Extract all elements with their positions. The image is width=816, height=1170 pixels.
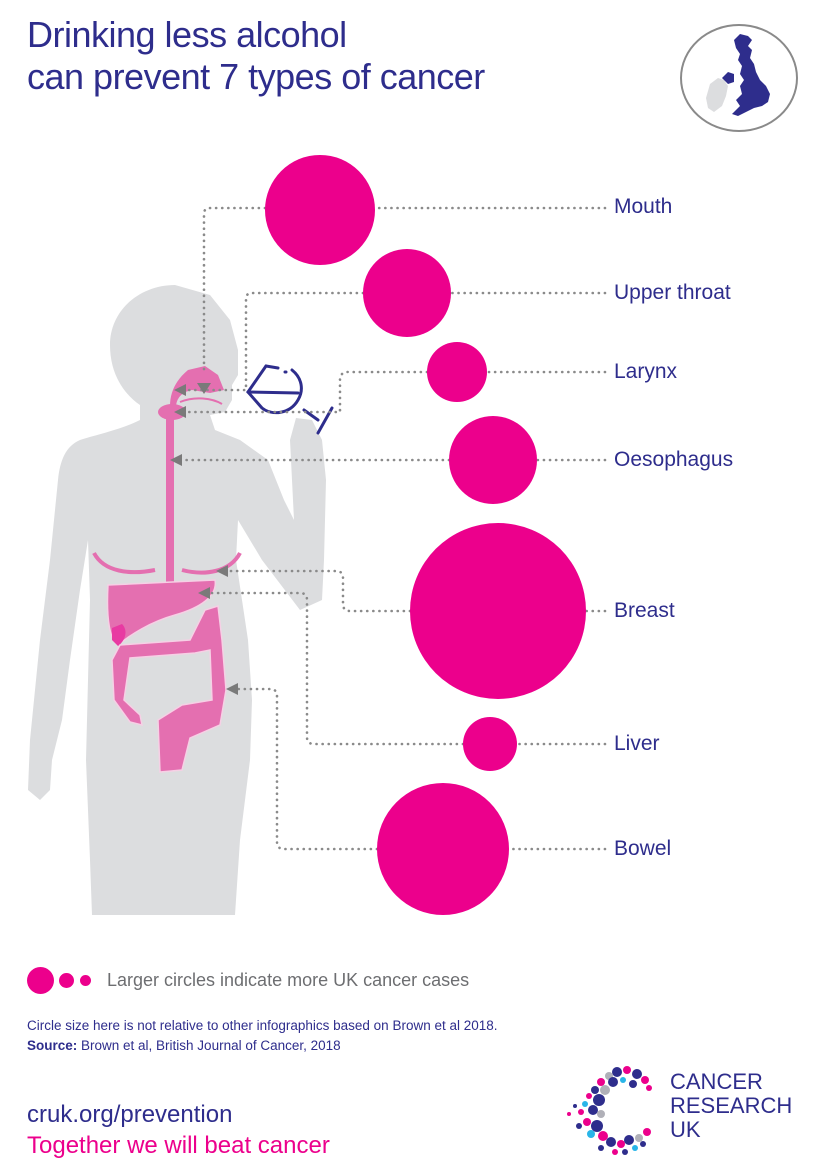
connector-lines [178,206,607,851]
legend: Larger circles indicate more UK cancer c… [27,965,469,995]
source-label: Source: [27,1038,78,1053]
organs [92,366,242,773]
bubble-bowel [377,783,509,915]
logo-wordmark: CANCER RESEARCH UK [670,1070,792,1142]
wine-glass-icon [246,364,334,435]
footnote: Circle size here is not relative to othe… [27,1016,498,1056]
label-mouth: Mouth [614,195,673,218]
arrow-larynx-icon [174,406,186,418]
bubbles [265,155,586,915]
bubble-liver [463,717,517,771]
arrow-oesophagus-icon [170,454,182,466]
legend-large-dot-icon [27,966,54,994]
bubble-larynx [427,342,487,402]
source-text: Brown et al, British Journal of Cancer, … [77,1038,341,1053]
label-larynx: Larynx [614,360,678,383]
cruk-c-logo-icon [567,1066,652,1155]
legend-small-dot-icon [80,974,91,986]
arrowheads [170,383,238,695]
logo-line-3: UK [670,1117,701,1142]
arrow-bowel-icon [226,683,238,695]
arrow-upper-throat-icon [174,384,186,396]
body-diagram: Mouth Upper throat Larynx Oesophagus Bre… [0,140,816,940]
legend-medium-dot-icon [59,972,74,988]
label-bowel: Bowel [614,837,672,860]
title-line-2: can prevent 7 types of cancer [27,56,485,97]
title-line-1: Drinking less alcohol [27,14,347,55]
bubble-breast [410,523,586,699]
bubble-mouth [265,155,375,265]
page-title: Drinking less alcohol can prevent 7 type… [27,14,485,98]
footnote-line: Circle size here is not relative to othe… [27,1018,498,1033]
prevention-link[interactable]: cruk.org/prevention [27,1101,233,1128]
label-liver: Liver [614,732,660,755]
arrow-breast-icon [216,565,228,577]
logo-line-2: RESEARCH [670,1093,793,1118]
bubble-oesophagus [449,416,537,504]
label-upper-throat: Upper throat [614,281,731,304]
logo-line-1: CANCER [670,1069,763,1094]
arrow-liver-icon [198,587,210,599]
legend-text: Larger circles indicate more UK cancer c… [107,969,470,990]
bubble-upper-throat [363,249,451,337]
label-breast: Breast [614,599,675,622]
label-oesophagus: Oesophagus [614,448,734,471]
arrow-mouth-icon [197,383,211,394]
cruk-logo: CANCER RESEARCH UK [555,1060,805,1160]
tagline: Together we will beat cancer [27,1132,330,1159]
source-line: Source: Brown et al, British Journal of … [27,1036,498,1056]
uk-map-icon [680,24,798,132]
